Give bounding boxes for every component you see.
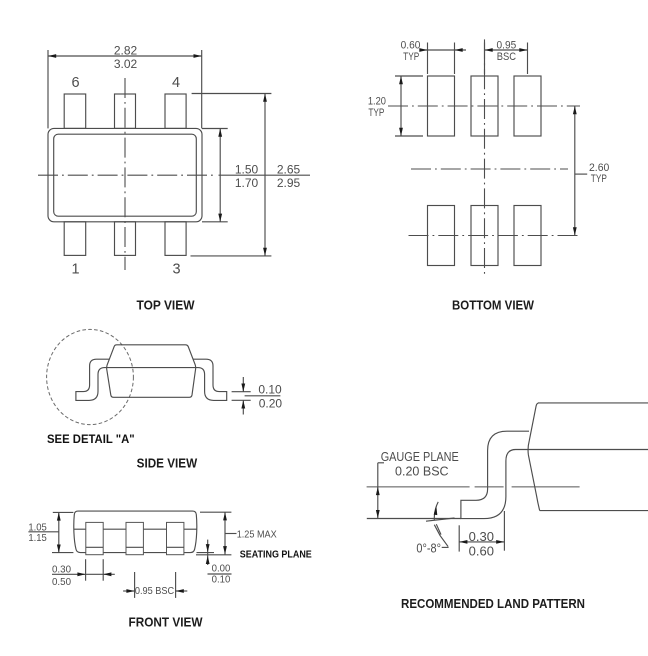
svg-text:3.02: 3.02 [114,57,138,71]
svg-text:0.95 BSC: 0.95 BSC [135,585,175,597]
svg-text:TOP VIEW: TOP VIEW [137,299,195,313]
svg-text:2.82: 2.82 [114,44,138,58]
svg-text:2.95: 2.95 [277,176,301,190]
svg-text:0.00: 0.00 [212,563,231,575]
svg-text:0.30: 0.30 [469,529,494,544]
svg-text:2.60: 2.60 [589,162,609,174]
svg-text:0.10: 0.10 [212,574,231,586]
svg-text:0°-8°: 0°-8° [416,540,441,555]
svg-text:RECOMMENDED LAND PATTERN: RECOMMENDED LAND PATTERN [401,597,585,611]
svg-text:1.20: 1.20 [368,96,386,108]
svg-text:BSC: BSC [497,51,516,63]
svg-text:4: 4 [172,75,180,91]
svg-text:FRONT VIEW: FRONT VIEW [129,615,203,629]
svg-text:6: 6 [71,75,79,91]
svg-text:0.60: 0.60 [469,543,494,558]
svg-text:SIDE VIEW: SIDE VIEW [137,456,198,470]
svg-text:BOTTOM VIEW: BOTTOM VIEW [452,299,534,313]
svg-text:3: 3 [172,262,180,278]
svg-text:TYP: TYP [403,51,419,63]
svg-text:1.15: 1.15 [28,532,47,544]
svg-text:1.05: 1.05 [28,522,47,534]
svg-text:1.25 MAX: 1.25 MAX [237,528,277,540]
svg-text:SEE DETAIL "A": SEE DETAIL "A" [47,432,135,446]
svg-text:0.20 BSC: 0.20 BSC [395,464,449,479]
svg-text:1.70: 1.70 [235,176,259,190]
svg-text:SEATING PLANE: SEATING PLANE [240,549,312,560]
svg-text:0.30: 0.30 [52,563,71,575]
svg-text:0.50: 0.50 [52,576,71,588]
svg-text:2.65: 2.65 [277,162,301,176]
svg-text:1: 1 [71,262,79,278]
svg-text:GAUGE PLANE: GAUGE PLANE [381,449,459,464]
svg-text:0.60: 0.60 [401,39,421,51]
svg-text:0.20: 0.20 [259,396,283,410]
svg-text:TYP: TYP [368,107,384,119]
svg-text:1.50: 1.50 [235,162,259,176]
svg-text:0.95: 0.95 [497,39,517,51]
svg-text:0.10: 0.10 [258,383,282,397]
svg-text:TYP: TYP [591,173,607,185]
